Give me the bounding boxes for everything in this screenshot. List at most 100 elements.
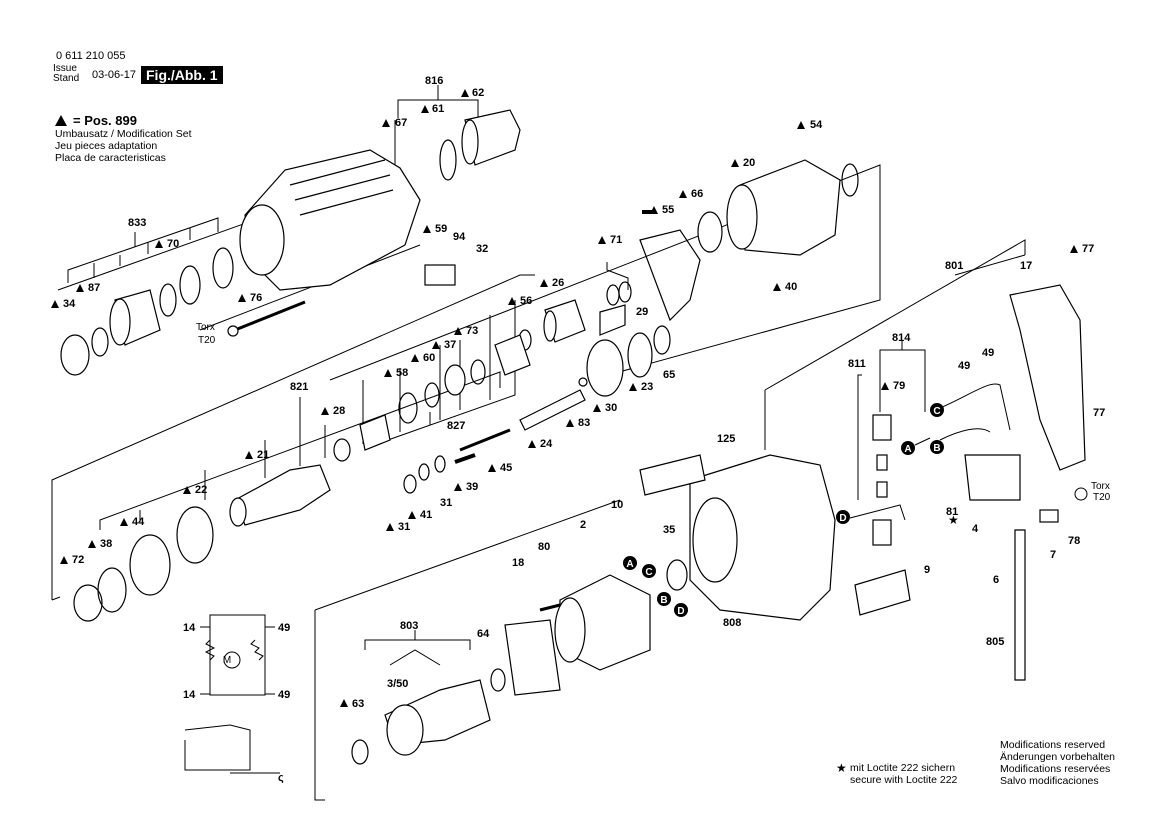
striker-37	[494, 334, 531, 376]
part-28	[359, 414, 391, 451]
marker-b-label: B	[933, 443, 940, 454]
housing-front-opening	[239, 204, 285, 276]
callout: 20	[743, 157, 755, 169]
callout: 39	[466, 481, 478, 493]
modification-line: Salvo modificaciones	[1000, 775, 1099, 787]
callout: 17	[1020, 260, 1032, 272]
frame-upper-right	[329, 164, 881, 381]
star-icon: ★	[836, 761, 847, 775]
frame-line	[51, 596, 61, 601]
washer	[159, 283, 177, 317]
callout: 28	[333, 405, 345, 417]
piston-face	[543, 310, 557, 342]
marker-a-top	[901, 441, 915, 455]
washer-41	[418, 463, 430, 481]
connecting-rod	[599, 304, 626, 336]
loctite-line-2: secure with Loctite 222	[850, 774, 958, 786]
callout: 72	[72, 554, 84, 566]
callout: 6	[993, 574, 999, 586]
bearing-64	[490, 668, 506, 692]
label-10	[639, 454, 706, 496]
callout: 44	[132, 516, 145, 528]
legend-line: Umbausatz / Modification Set	[55, 128, 192, 140]
marker-d-label: D	[839, 513, 846, 524]
callout: 40	[785, 281, 797, 293]
callout: 62	[472, 87, 484, 99]
ring-61	[439, 139, 457, 181]
issue-label: Issue Stand	[53, 64, 79, 84]
gearbox-20	[739, 159, 841, 256]
bearing-35	[666, 559, 688, 591]
ring-70	[179, 265, 201, 305]
marker-c-label: C	[933, 406, 940, 417]
modifications-note: Modifications reserved Änderungen vorbeh…	[1000, 739, 1115, 787]
wobble-bearing-30	[586, 339, 624, 397]
callout: 79	[893, 380, 905, 392]
schematic-end: ς	[278, 772, 284, 784]
callout: 60	[423, 352, 435, 364]
tool-holder-face	[229, 497, 247, 527]
callout: 821	[290, 381, 308, 393]
callout: 23	[641, 381, 653, 393]
star-icon: ★	[948, 513, 959, 527]
motor-symbol	[223, 651, 241, 669]
callout: 9	[924, 564, 930, 576]
loctite-line-1: mit Loctite 222 sichern	[850, 762, 956, 774]
frame-line	[314, 499, 621, 611]
bearing-65	[653, 325, 671, 355]
callout: 21	[257, 449, 269, 461]
callout: 61	[432, 103, 444, 115]
cable-6	[1014, 529, 1026, 681]
callout: 54	[810, 119, 823, 131]
gear-23	[627, 332, 653, 378]
callout: 827	[447, 420, 465, 432]
callout: 94	[453, 231, 466, 243]
spring	[212, 247, 234, 289]
callout: 70	[167, 238, 179, 250]
washer-31b	[434, 455, 446, 473]
frame-right-top	[764, 239, 1026, 391]
marker-a-label: A	[626, 559, 633, 570]
callout: 49	[958, 360, 970, 372]
callout: 71	[610, 234, 622, 246]
part-28b	[333, 438, 351, 462]
gearbox-opening	[726, 184, 758, 250]
callout: 41	[420, 509, 432, 521]
marker-b-top	[930, 440, 944, 454]
callout: 87	[88, 282, 100, 294]
legend: = Pos. 899 Umbausatz / Modification Set …	[55, 114, 192, 164]
callout: 816	[425, 75, 443, 87]
wiring-schematic	[184, 614, 280, 774]
ring-72	[73, 584, 103, 622]
ring-58a	[424, 382, 440, 408]
marker-b-label: B	[660, 595, 667, 606]
marker-a-label: A	[904, 444, 911, 455]
callout: 78	[1068, 535, 1080, 547]
callout: 22	[195, 484, 207, 496]
callout: 24	[540, 438, 553, 450]
clamp-7	[1039, 509, 1059, 523]
stator-face	[554, 597, 586, 663]
callout: 80	[538, 541, 550, 553]
ring-73	[470, 359, 486, 385]
modification-line: Modifications reserved	[1000, 739, 1106, 751]
bracket-lines	[67, 85, 1026, 666]
callout: 833	[128, 217, 146, 229]
callout: 30	[605, 402, 617, 414]
callout: 811	[848, 358, 866, 370]
sleeve-face	[109, 298, 131, 346]
callout: 81	[946, 506, 958, 518]
bearing-face	[461, 119, 479, 165]
callout: 2	[580, 519, 586, 531]
triangle-icon	[55, 115, 67, 126]
callout: 803	[400, 620, 418, 632]
pin-39	[454, 453, 476, 464]
callout: 59	[435, 223, 447, 235]
callout: 34	[63, 298, 76, 310]
armature-fan	[386, 704, 424, 756]
loctite-note: ★ mit Loctite 222 sichern secure with Lo…	[836, 761, 958, 786]
ring-58b	[398, 392, 418, 424]
callout: 55	[662, 204, 674, 216]
callout: 18	[512, 557, 524, 569]
